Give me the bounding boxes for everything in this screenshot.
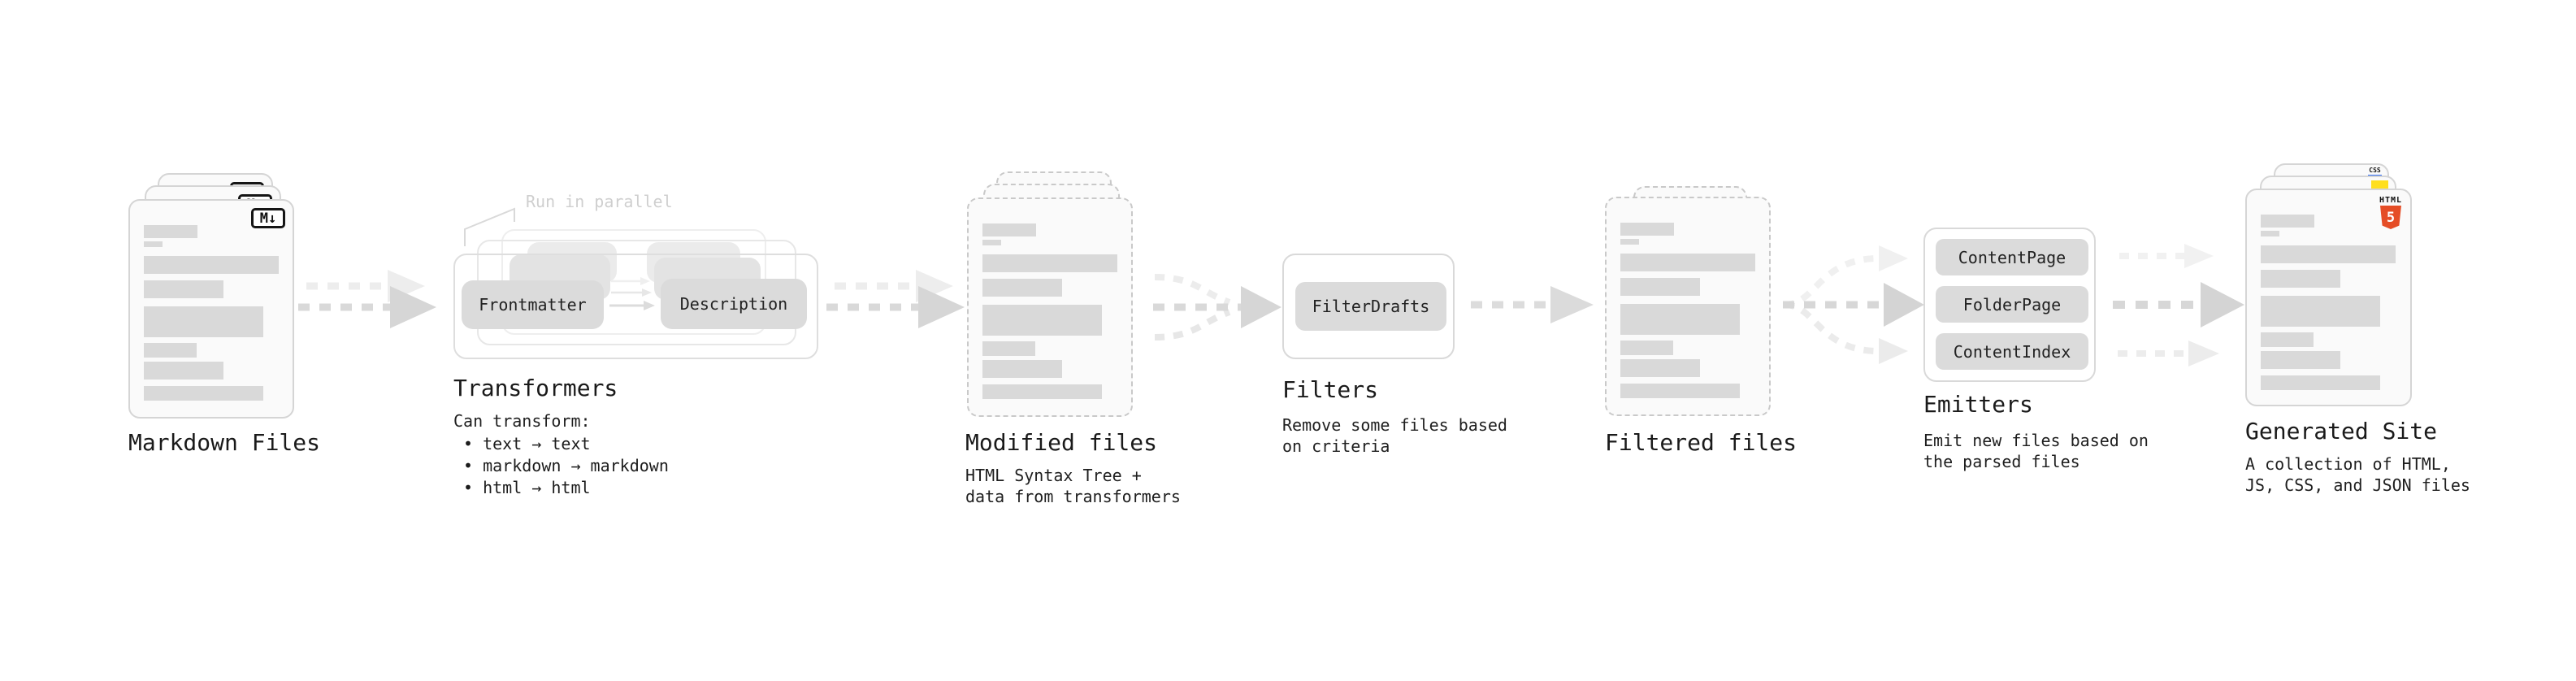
content-bar	[982, 223, 1036, 236]
desc-line: JS, CSS, and JSON files	[2245, 475, 2470, 495]
content-bar	[144, 386, 263, 401]
modified-files-desc: HTML Syntax Tree + data from transformer…	[965, 465, 1181, 507]
generated-site-label: Generated Site	[2245, 418, 2438, 445]
desc-line: on criteria	[1282, 436, 1390, 456]
filters-label: Filters	[1282, 376, 1379, 403]
content-bar	[982, 360, 1062, 378]
generated-file-card-front: HTML 5	[2245, 189, 2412, 406]
filters-box: FilterDrafts	[1282, 254, 1455, 359]
content-bar	[982, 341, 1035, 356]
markdown-files-stack: M↓ M↓ M↓	[128, 173, 294, 419]
desc-line: A collection of HTML,	[2245, 454, 2451, 474]
desc-line: data from transformers	[965, 487, 1181, 506]
content-bar	[2261, 375, 2380, 390]
transformers-box-front: Frontmatter Description	[453, 254, 818, 359]
content-bar	[2261, 296, 2380, 327]
file-content-bars	[1620, 223, 1755, 398]
markdown-file-card-front: M↓	[128, 199, 294, 419]
bullet-item: • text → text	[463, 434, 591, 453]
content-bar	[2261, 332, 2314, 347]
content-bar	[1620, 239, 1639, 245]
modified-file-card-front	[967, 197, 1133, 417]
html5-icon-number: 5	[2386, 209, 2396, 226]
arrow-markdown-to-transformers	[298, 270, 436, 328]
filtered-files-label: Filtered files	[1605, 429, 1798, 456]
content-bar	[2261, 231, 2279, 236]
content-bar	[144, 256, 279, 274]
content-bar	[1620, 278, 1700, 296]
html5-icon-label: HTML	[2379, 196, 2403, 205]
content-bar	[982, 305, 1102, 336]
content-bar	[1620, 340, 1673, 355]
description-pill: Description	[661, 279, 807, 329]
content-bar	[1620, 359, 1700, 377]
file-content-bars	[982, 223, 1117, 399]
bullet-item: • html → html	[463, 478, 591, 497]
css-icon-label: CSS	[2369, 167, 2381, 174]
desc-line: the parsed files	[1923, 452, 2080, 471]
content-bar	[2261, 245, 2396, 263]
file-content-bars	[144, 225, 279, 401]
callout-line	[464, 207, 515, 246]
content-bar	[2261, 215, 2314, 228]
content-bar	[2261, 351, 2340, 369]
content-bar	[144, 343, 197, 358]
emitters-label: Emitters	[1923, 391, 2033, 418]
transformers-label: Transformers	[453, 375, 618, 401]
transformers-bullets: • text → text • markdown → markdown • ht…	[463, 433, 669, 499]
arrow-filters-to-filtered	[1471, 286, 1594, 323]
emitters-box: ContentPage FolderPage ContentIndex	[1923, 228, 2096, 382]
desc-line: Emit new files based on	[1923, 431, 2149, 450]
content-bar	[144, 280, 223, 298]
generated-site-desc: A collection of HTML, JS, CSS, and JSON …	[2245, 453, 2470, 496]
content-bar	[982, 254, 1117, 272]
content-bar	[982, 384, 1102, 399]
frontmatter-pill: Frontmatter	[462, 280, 604, 329]
content-bar	[1620, 254, 1755, 271]
content-bar	[144, 241, 163, 247]
content-bar	[1620, 304, 1740, 335]
generated-site-stack: CSS HTML 5	[2245, 163, 2412, 406]
arrow-filtered-to-emitters	[1783, 245, 1924, 364]
content-bar	[1620, 384, 1740, 398]
html5-icon: HTML 5	[2379, 196, 2403, 229]
filters-desc: Remove some files based on criteria	[1282, 414, 1507, 457]
filtered-file-card-front	[1605, 197, 1771, 416]
folderpage-pill: FolderPage	[1936, 286, 2088, 323]
content-bar	[144, 306, 263, 337]
bullet-item: • markdown → markdown	[463, 456, 669, 475]
run-in-parallel-note: Run in parallel	[526, 192, 673, 211]
emitters-desc: Emit new files based on the parsed files	[1923, 430, 2149, 472]
desc-line: HTML Syntax Tree +	[965, 466, 1142, 485]
parallel-arrows-icon	[609, 277, 655, 310]
arrow-emitters-to-generated	[2113, 244, 2244, 367]
html5-icon-shield: 5	[2380, 206, 2401, 229]
arrow-modified-to-filters	[1153, 274, 1281, 340]
content-bar	[982, 279, 1062, 297]
js-icon	[2371, 180, 2388, 191]
markdown-icon: M↓	[251, 208, 285, 228]
file-content-bars	[2261, 215, 2396, 390]
transformers-subtitle: Can transform:	[453, 411, 591, 431]
arrow-transformers-to-modified	[826, 270, 965, 328]
contentpage-pill: ContentPage	[1936, 239, 2088, 275]
content-bar	[144, 225, 197, 238]
content-bar	[982, 240, 1001, 245]
content-bar	[1620, 223, 1674, 236]
contentindex-pill: ContentIndex	[1936, 333, 2088, 370]
desc-line: Remove some files based	[1282, 415, 1507, 435]
filterdrafts-pill: FilterDrafts	[1295, 282, 1446, 331]
filtered-files-stack	[1605, 186, 1771, 419]
content-bar	[2261, 270, 2340, 288]
content-bar	[144, 362, 223, 380]
modified-files-label: Modified files	[965, 429, 1158, 456]
modified-files-stack	[967, 171, 1133, 419]
markdown-files-label: Markdown Files	[128, 429, 321, 456]
